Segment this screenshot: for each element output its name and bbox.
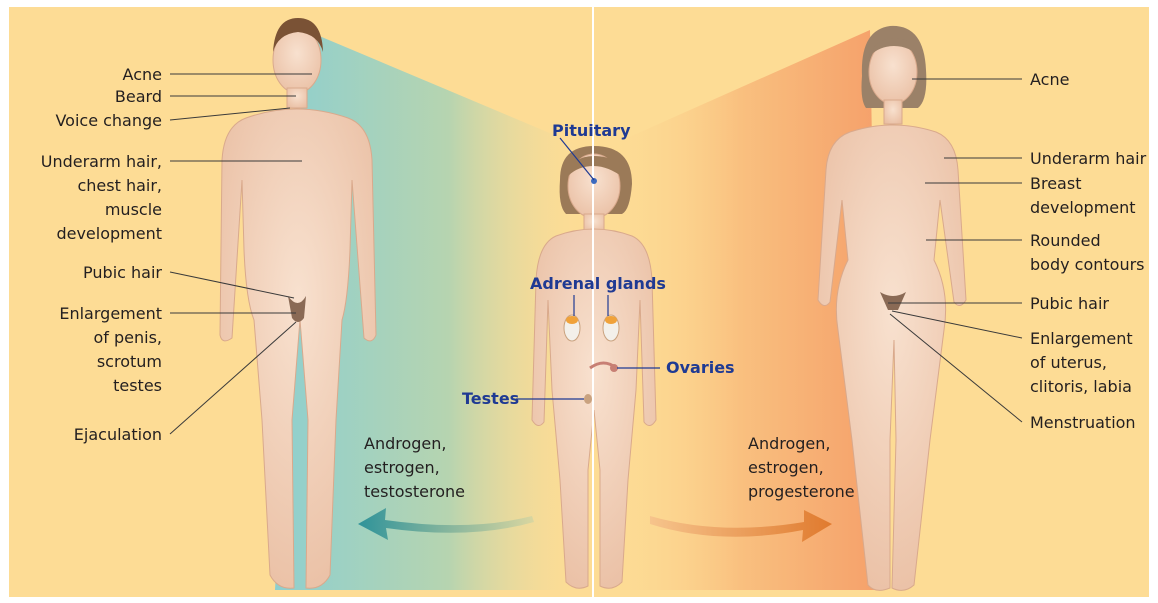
ovary-right [610,364,618,372]
male-hormone-3: testosterone [364,481,465,502]
male-label-underarm-4: development [56,223,162,244]
female-label-rounded-2: body contours [1030,254,1145,275]
male-label-voice-change: Voice change [55,110,162,131]
male-label-enlargement-2: of penis, [93,327,162,348]
gland-label-ovaries: Ovaries [666,357,735,378]
male-hormone-2: estrogen, [364,457,440,478]
male-label-enlargement-3: scrotum [97,351,162,372]
pituitary-marker [591,178,597,184]
male-label-enlargement-4: testes [113,375,162,396]
female-label-underarm-hair: Underarm hair [1030,148,1146,169]
female-label-enlargement-3: clitoris, labia [1030,376,1132,397]
male-label-underarm-3: muscle [105,199,162,220]
adrenal-left-gland [566,316,578,324]
female-label-menstruation: Menstruation [1030,412,1136,433]
female-hormone-2: estrogen, [748,457,824,478]
gland-label-pituitary: Pituitary [552,120,631,141]
gland-label-adrenal: Adrenal glands [530,273,666,294]
female-label-breast-2: development [1030,197,1136,218]
adrenal-right-gland [605,316,617,324]
female-hormone-1: Androgen, [748,433,830,454]
testes-marker [584,394,592,404]
male-label-underarm-2: chest hair, [77,175,162,196]
female-hormone-3: progesterone [748,481,855,502]
male-label-acne: Acne [123,64,162,85]
male-label-ejaculation: Ejaculation [74,424,162,445]
gland-label-testes: Testes [462,388,519,409]
female-label-enlargement-2: of uterus, [1030,352,1107,373]
female-label-acne: Acne [1030,69,1069,90]
female-label-pubic-hair: Pubic hair [1030,293,1109,314]
female-label-breast-1: Breast [1030,173,1081,194]
male-label-underarm-1: Underarm hair, [41,151,162,172]
male-hormone-1: Androgen, [364,433,446,454]
male-label-beard: Beard [115,86,162,107]
female-label-rounded-1: Rounded [1030,230,1101,251]
female-label-enlargement-1: Enlargement [1030,328,1133,349]
male-label-pubic-hair: Pubic hair [83,262,162,283]
male-label-enlargement-1: Enlargement [59,303,162,324]
